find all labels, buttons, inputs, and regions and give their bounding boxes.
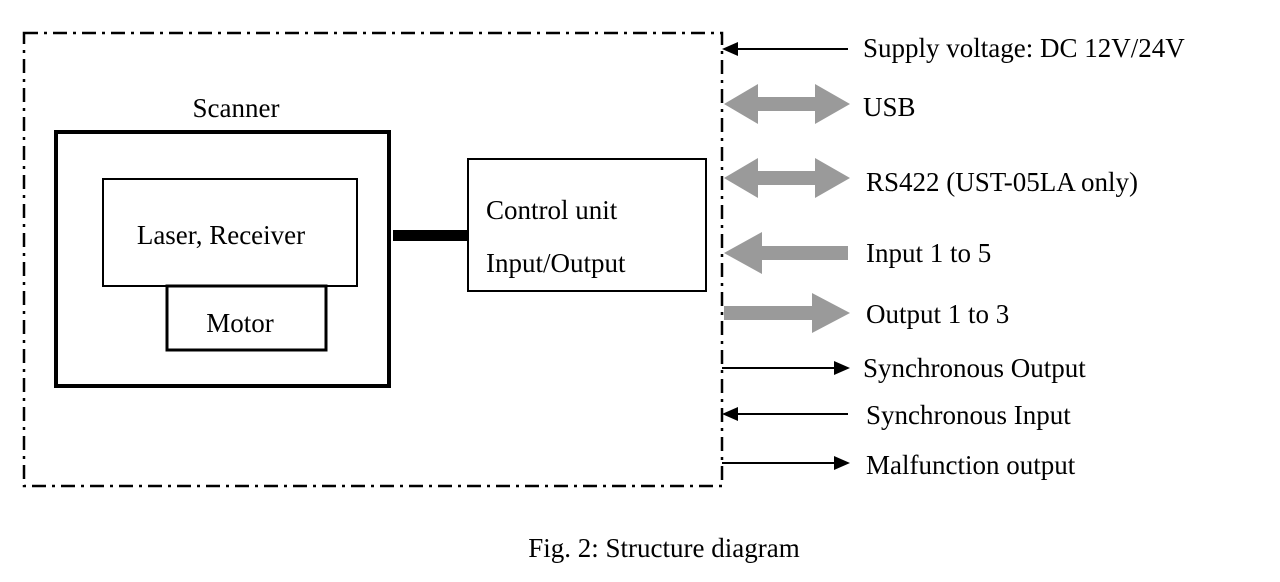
input-output-label: Input/Output xyxy=(486,248,626,278)
laser-receiver-label: Laser, Receiver xyxy=(137,220,305,250)
signal-arrows xyxy=(722,42,850,470)
malfunction-label: Malfunction output xyxy=(866,450,1076,480)
laser-receiver-box xyxy=(102,178,358,287)
supply-arrow-head xyxy=(722,42,738,56)
sync-in-arrow-head xyxy=(722,407,738,421)
usb-arrow xyxy=(724,84,850,124)
scanner-box xyxy=(54,130,391,388)
malfunction-arrow-head xyxy=(834,456,850,470)
usb-label: USB xyxy=(863,92,916,122)
control-unit-box xyxy=(467,158,707,292)
rs422-arrow xyxy=(724,158,850,198)
supply-label: Supply voltage: DC 12V/24V xyxy=(863,33,1185,63)
sync-out-arrow-head xyxy=(834,361,850,375)
sync-in-label: Synchronous Input xyxy=(866,400,1071,430)
input-label: Input 1 to 5 xyxy=(866,238,991,268)
motor-label: Motor xyxy=(206,308,274,338)
scanner-control-link xyxy=(393,230,472,241)
scanner-label: Scanner xyxy=(193,93,280,123)
output-label: Output 1 to 3 xyxy=(866,299,1009,329)
motor-box xyxy=(165,284,328,352)
control-unit-label: Control unit xyxy=(486,195,618,225)
sync-out-label: Synchronous Output xyxy=(863,353,1086,383)
rs422-label: RS422 (UST-05LA only) xyxy=(866,167,1138,197)
output-arrow xyxy=(724,293,850,333)
system-boundary xyxy=(22,31,724,488)
figure-caption: Fig. 2: Structure diagram xyxy=(528,533,799,563)
input-arrow xyxy=(724,232,848,274)
